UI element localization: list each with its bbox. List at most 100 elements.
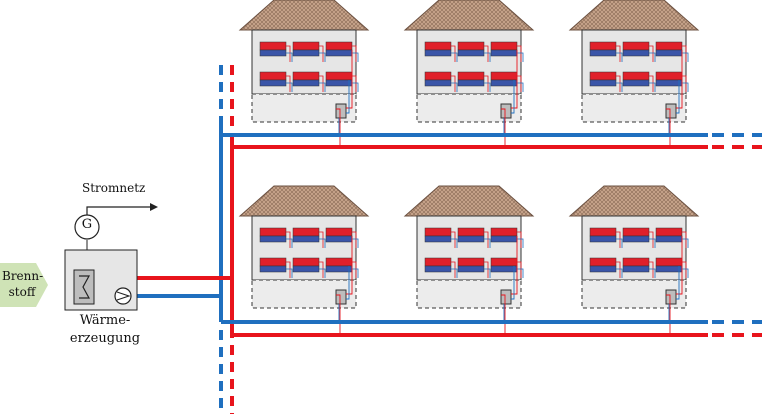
house-1 — [238, 0, 370, 147]
generator-label: G — [81, 217, 93, 232]
radiator-pipe — [451, 75, 456, 92]
radiator — [589, 41, 617, 57]
radiator-pipe — [484, 268, 491, 278]
radiator-pipe — [352, 75, 357, 92]
radiator-pipe — [649, 82, 656, 92]
roof — [403, 0, 535, 31]
house-supply-riser — [346, 236, 353, 295]
radiator-pipe — [286, 238, 293, 248]
radiator-pipe — [286, 82, 293, 92]
radiator-pipe — [616, 231, 621, 248]
radiator — [655, 227, 683, 243]
radiator-pipe — [352, 82, 359, 92]
fuel-arrow-icon — [0, 263, 48, 307]
house-return-riser — [511, 80, 515, 114]
radiator — [490, 257, 518, 273]
radiator-pipe — [286, 75, 291, 92]
house-supply-riser — [511, 50, 518, 109]
house-return-riser — [346, 266, 350, 300]
radiator-pipe — [649, 231, 654, 248]
radiator-pipe — [682, 75, 687, 92]
radiator-pipe — [319, 82, 326, 92]
house-return-riser — [676, 80, 680, 114]
radiator-pipe — [484, 238, 491, 248]
radiator — [490, 71, 518, 87]
radiator-pipe — [682, 268, 689, 278]
radiator-pipe — [484, 82, 491, 92]
upper-distribution-lines — [221, 133, 762, 149]
radiator-pipe — [286, 52, 293, 62]
radiator-pipe — [682, 82, 689, 92]
radiator-pipe — [682, 238, 689, 248]
roof — [568, 185, 700, 217]
radiator — [292, 41, 320, 57]
radiator-pipe — [484, 231, 489, 248]
radiator-pipe — [616, 238, 623, 248]
radiator-pipe — [682, 261, 687, 278]
radiator — [292, 71, 320, 87]
radiator — [457, 71, 485, 87]
radiator-pipe — [352, 231, 357, 248]
house-supply-riser — [511, 236, 518, 295]
radiator-pipe — [682, 52, 689, 62]
radiator — [292, 227, 320, 243]
radiator-pipe — [286, 268, 293, 278]
house-return-riser — [676, 266, 680, 300]
radiator-pipe — [484, 75, 489, 92]
radiator-pipe — [517, 268, 524, 278]
radiator-pipe — [451, 231, 456, 248]
radiator-pipe — [616, 75, 621, 92]
radiator-pipe — [517, 231, 522, 248]
radiator-pipe — [451, 82, 458, 92]
radiator — [424, 71, 452, 87]
pump-icon — [114, 287, 132, 305]
radiator-pipe — [616, 45, 621, 62]
heat-generation-unit — [64, 249, 138, 311]
radiator — [325, 41, 353, 57]
radiator-pipe — [517, 238, 524, 248]
house-3 — [568, 0, 700, 147]
radiator — [622, 71, 650, 87]
radiator-pipe — [649, 268, 656, 278]
roof — [568, 0, 700, 31]
radiator-pipe — [451, 238, 458, 248]
radiator-pipe — [286, 45, 291, 62]
radiator-pipe — [649, 261, 654, 278]
substation-icon — [335, 103, 347, 119]
house-return-riser — [511, 266, 515, 300]
substation-icon — [500, 289, 512, 305]
substation-icon — [335, 289, 347, 305]
radiator — [589, 71, 617, 87]
radiator — [490, 227, 518, 243]
radiator — [457, 227, 485, 243]
waermeerzeugung-label: Wärme- erzeugung — [60, 312, 150, 348]
radiator-pipe — [352, 52, 359, 62]
radiator-pipe — [319, 75, 324, 92]
radiator-pipe — [319, 261, 324, 278]
radiator-pipe — [319, 231, 324, 248]
radiator-pipe — [616, 82, 623, 92]
radiator-pipe — [352, 45, 357, 62]
stromnetz-label: Stromnetz — [82, 181, 146, 195]
radiator-pipe — [517, 82, 524, 92]
radiator — [259, 257, 287, 273]
house-supply-riser — [676, 236, 683, 295]
radiator — [655, 41, 683, 57]
radiator-pipe — [616, 268, 623, 278]
substation-icon — [500, 103, 512, 119]
roof — [238, 0, 370, 31]
radiator-pipe — [451, 52, 458, 62]
radiator-pipe — [319, 238, 326, 248]
radiator — [325, 227, 353, 243]
radiator-pipe — [352, 238, 359, 248]
radiator — [325, 257, 353, 273]
roof — [403, 185, 535, 217]
radiator-pipe — [517, 52, 524, 62]
radiator-pipe — [451, 268, 458, 278]
radiator-pipe — [484, 45, 489, 62]
radiator-pipe — [616, 261, 621, 278]
house-supply-riser — [346, 50, 353, 109]
substation-icon — [665, 289, 677, 305]
radiator-pipe — [286, 261, 291, 278]
radiator-pipe — [517, 45, 522, 62]
